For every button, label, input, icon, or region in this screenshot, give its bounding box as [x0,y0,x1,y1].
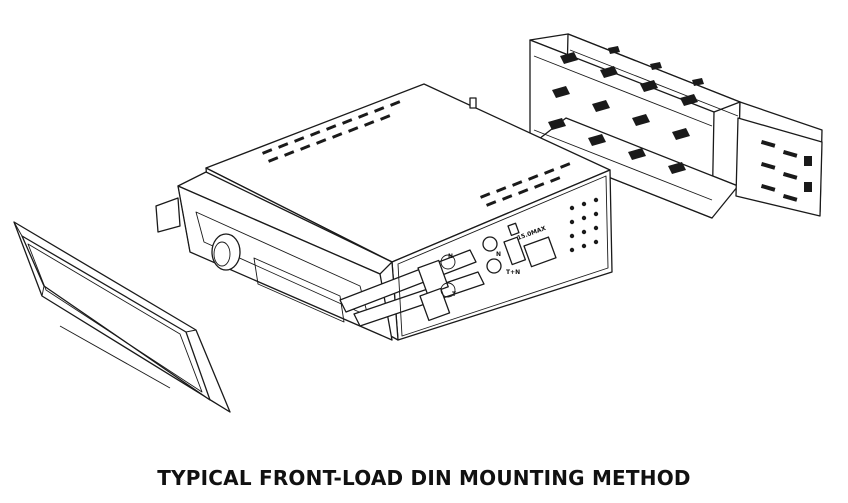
right-n-label: N [496,251,501,258]
right-tn-label: T+N [506,269,520,276]
left-n-label: N [448,253,453,260]
figure-caption: TYPICAL FRONT-LOAD DIN MOUNTING METHOD [0,466,848,490]
mounting-diagram: 15.0MAX N T N T+N [0,0,848,440]
